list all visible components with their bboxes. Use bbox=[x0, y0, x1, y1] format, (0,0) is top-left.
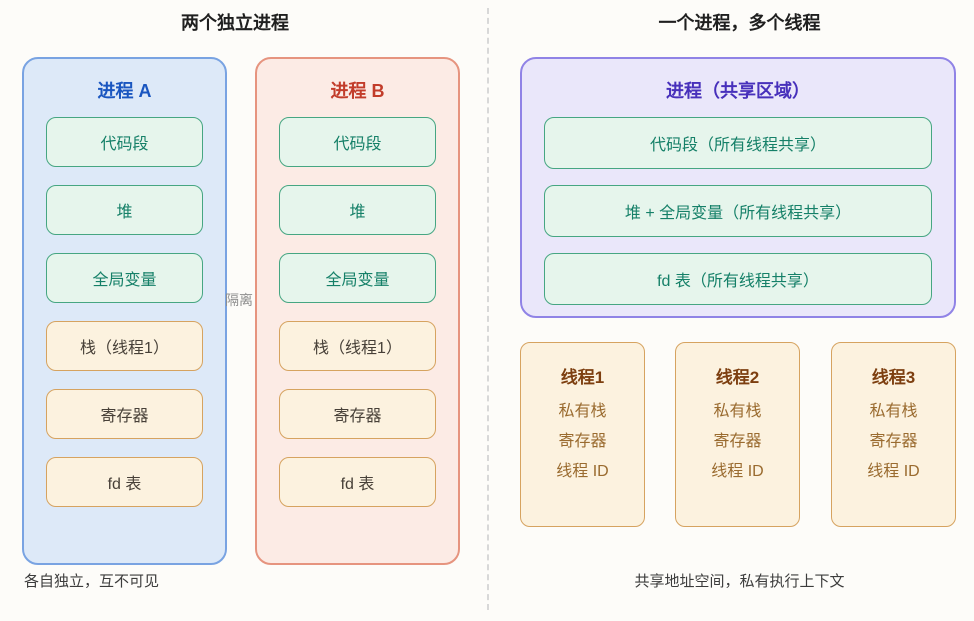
thread-2-card: 线程2 私有栈 寄存器 线程 ID bbox=[675, 342, 800, 527]
shared-fd-table-box: fd 表（所有线程共享） bbox=[544, 253, 932, 305]
process-b-title: 进程 B bbox=[330, 81, 385, 101]
process-b-heap-box: 堆 bbox=[279, 185, 436, 235]
right-caption: 共享地址空间，私有执行上下文 bbox=[634, 573, 845, 590]
shared-heap-globals-box: 堆 + 全局变量（所有线程共享） bbox=[544, 185, 932, 237]
thread-3-registers: 寄存器 bbox=[869, 433, 918, 450]
process-a-card: 进程 A 代码段 堆 全局变量 栈（线程1） 寄存器 fd 表 bbox=[22, 57, 227, 565]
process-a-fd-table-box: fd 表 bbox=[46, 457, 203, 507]
process-b-globals-box: 全局变量 bbox=[279, 253, 436, 303]
isolation-label: 隔离 bbox=[225, 292, 253, 308]
process-b-code-segment-box: 代码段 bbox=[279, 117, 436, 167]
process-a-stack-box: 栈（线程1） bbox=[46, 321, 203, 371]
thread-3-title: 线程3 bbox=[871, 368, 916, 387]
shared-process-title: 进程（共享区域） bbox=[666, 81, 810, 101]
thread-1-title: 线程1 bbox=[560, 368, 605, 387]
process-a-title: 进程 A bbox=[97, 81, 152, 101]
shared-code-segment-box: 代码段（所有线程共享） bbox=[544, 117, 932, 169]
thread-2-registers: 寄存器 bbox=[713, 433, 762, 450]
shared-process-card: 进程（共享区域） 代码段（所有线程共享） 堆 + 全局变量（所有线程共享） fd… bbox=[520, 57, 956, 318]
process-b-fd-table-box: fd 表 bbox=[279, 457, 436, 507]
dashed-section-divider bbox=[487, 8, 489, 610]
right-section-title: 一个进程，多个线程 bbox=[658, 13, 821, 33]
left-section-title: 两个独立进程 bbox=[181, 13, 289, 33]
process-a-code-segment-box: 代码段 bbox=[46, 117, 203, 167]
thread-1-registers: 寄存器 bbox=[558, 433, 607, 450]
thread-3-id: 线程 ID bbox=[867, 463, 920, 480]
left-caption: 各自独立，互不可见 bbox=[24, 573, 160, 590]
thread-3-card: 线程3 私有栈 寄存器 线程 ID bbox=[831, 342, 956, 527]
thread-2-private-stack: 私有栈 bbox=[713, 403, 762, 420]
thread-3-private-stack: 私有栈 bbox=[869, 403, 918, 420]
process-b-registers-box: 寄存器 bbox=[279, 389, 436, 439]
process-a-heap-box: 堆 bbox=[46, 185, 203, 235]
process-a-globals-box: 全局变量 bbox=[46, 253, 203, 303]
process-a-registers-box: 寄存器 bbox=[46, 389, 203, 439]
thread-1-private-stack: 私有栈 bbox=[558, 403, 607, 420]
thread-1-card: 线程1 私有栈 寄存器 线程 ID bbox=[520, 342, 645, 527]
thread-2-id: 线程 ID bbox=[711, 463, 764, 480]
process-b-card: 进程 B 代码段 堆 全局变量 栈（线程1） 寄存器 fd 表 bbox=[255, 57, 460, 565]
thread-2-title: 线程2 bbox=[715, 368, 760, 387]
thread-1-id: 线程 ID bbox=[556, 463, 609, 480]
process-b-stack-box: 栈（线程1） bbox=[279, 321, 436, 371]
